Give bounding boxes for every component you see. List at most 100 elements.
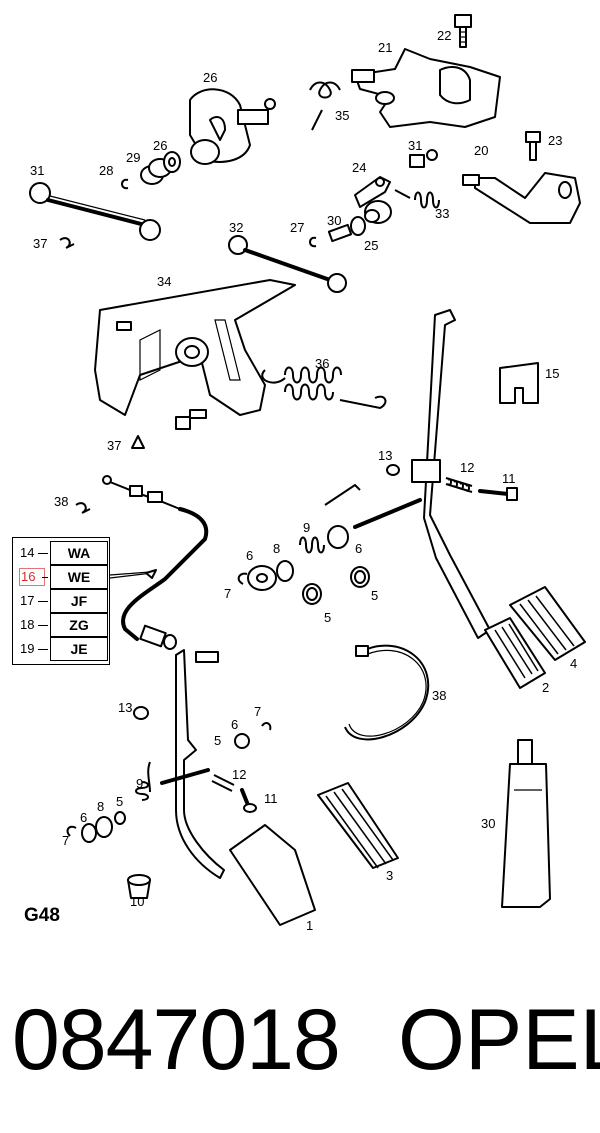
part-20-bracket	[462, 172, 581, 224]
callout: 37	[33, 236, 47, 251]
callout: 35	[335, 108, 349, 123]
callout-labels: 22 21 26 35 26 31 23 20 29 28 24 31 33 3…	[30, 28, 577, 933]
part-9-spring-lower	[135, 761, 151, 801]
variant-ref-highlighted: 16	[19, 568, 45, 586]
callout: 7	[62, 833, 69, 848]
part-26-clip-mid	[309, 236, 317, 248]
variant-ref: 19	[20, 641, 35, 656]
part-30-stud	[409, 149, 438, 168]
variant-code-table: 14 WA 16 WE 17 JF 18 ZG 19 JE	[12, 537, 110, 665]
part-3-pedal-pad	[317, 782, 399, 869]
part-9-spring-mid	[299, 483, 361, 554]
callout: 5	[214, 733, 221, 748]
callout: 26	[153, 138, 167, 153]
callout: 21	[378, 40, 392, 55]
callout: 2	[542, 680, 549, 695]
callout: 30	[481, 816, 495, 831]
part-6-nut-lower	[234, 733, 250, 749]
part-number: 0847018	[12, 992, 341, 1088]
variant-code: JF	[50, 589, 108, 613]
part-4-pedal-pad	[509, 586, 586, 661]
part-13-bush-lower	[133, 706, 149, 720]
part-22-bolt-top	[454, 14, 472, 48]
part-24-pedal-hub	[189, 88, 276, 165]
part-38-retaining-band	[344, 644, 430, 741]
callout: 1	[306, 918, 313, 933]
callout: 6	[246, 548, 253, 563]
part-washers-lower-left	[66, 811, 126, 843]
callout: 34	[157, 274, 171, 289]
variant-code: WE	[50, 565, 108, 589]
callout: 7	[254, 704, 261, 719]
callout: 6	[355, 541, 362, 556]
callout: 23	[548, 133, 562, 148]
part-11-screw-lower	[240, 788, 257, 813]
callout: 9	[303, 520, 310, 535]
part-12-spring-lower	[211, 774, 235, 792]
callout: 5	[371, 588, 378, 603]
part-6-washer-a	[247, 565, 277, 591]
callout: 24	[352, 160, 366, 175]
part-15-clip	[499, 362, 539, 404]
callout: 28	[99, 163, 113, 178]
callout: 6	[231, 717, 238, 732]
part-8-washer	[276, 560, 294, 582]
part-36-clip	[131, 435, 145, 449]
part-33-pedal-bracket	[94, 279, 296, 416]
callout: 15	[545, 366, 559, 381]
callout: 11	[502, 471, 516, 486]
part-25-washer-mid	[350, 216, 366, 236]
variant-code: ZG	[50, 613, 108, 637]
callout: 36	[315, 356, 329, 371]
part-6-washer-b	[350, 566, 370, 588]
callout: 26	[203, 70, 217, 85]
callout: 27	[290, 220, 304, 235]
table-leader-line	[109, 571, 151, 576]
callout: 30	[327, 213, 341, 228]
variant-row: 14 WA	[12, 541, 110, 565]
callout: 29	[126, 150, 140, 165]
callout: 20	[474, 143, 488, 158]
footer: 0847018 OPEL	[0, 985, 600, 1105]
callout: 7	[224, 586, 231, 601]
part-7-clip-lower-right	[261, 722, 272, 731]
part-13-bush-upper	[386, 464, 400, 476]
callout: 5	[116, 794, 123, 809]
callout: 5	[324, 610, 331, 625]
callout: 8	[273, 541, 280, 556]
brand-name: OPEL	[398, 992, 600, 1088]
variant-code: JE	[50, 637, 108, 661]
variant-row: 18 ZG	[12, 613, 110, 637]
part-31-rod-right	[228, 235, 347, 293]
part-28-grease-tube	[501, 739, 551, 908]
callout: 13	[118, 700, 132, 715]
callout: 22	[437, 28, 451, 43]
part-34-spring	[261, 366, 387, 410]
part-5-washer-mid	[302, 583, 322, 605]
callout: 3	[386, 868, 393, 883]
part-21-bracket	[351, 48, 501, 128]
part-31-rod-left	[29, 182, 161, 241]
callout: 37	[107, 438, 121, 453]
part-bolt-bracket	[175, 409, 207, 430]
part-27-pin	[327, 223, 353, 243]
part-7-clip-mid	[237, 572, 248, 585]
pedal-assembly-diagram: 22 21 26 35 26 31 23 20 29 28 24 31 33 3…	[29, 14, 586, 933]
callout: 12	[232, 767, 246, 782]
part-35-spring	[309, 81, 341, 131]
callout: 13	[378, 448, 392, 463]
variant-code: WA	[50, 541, 108, 565]
variant-row: 17 JF	[12, 589, 110, 613]
diagram-code: G48	[24, 905, 60, 926]
callout: 32	[229, 220, 243, 235]
variant-ref: 18	[20, 617, 35, 632]
callout: 8	[97, 799, 104, 814]
callout: 31	[408, 138, 422, 153]
variant-table-frame	[12, 537, 110, 665]
variant-ref: 17	[20, 593, 35, 608]
part-1-accelerator-pedal	[160, 649, 316, 926]
variant-ref: 14	[20, 545, 35, 560]
callout: 31	[30, 163, 44, 178]
callout: 38	[432, 688, 446, 703]
part-2-clutch-pedal	[353, 309, 546, 689]
